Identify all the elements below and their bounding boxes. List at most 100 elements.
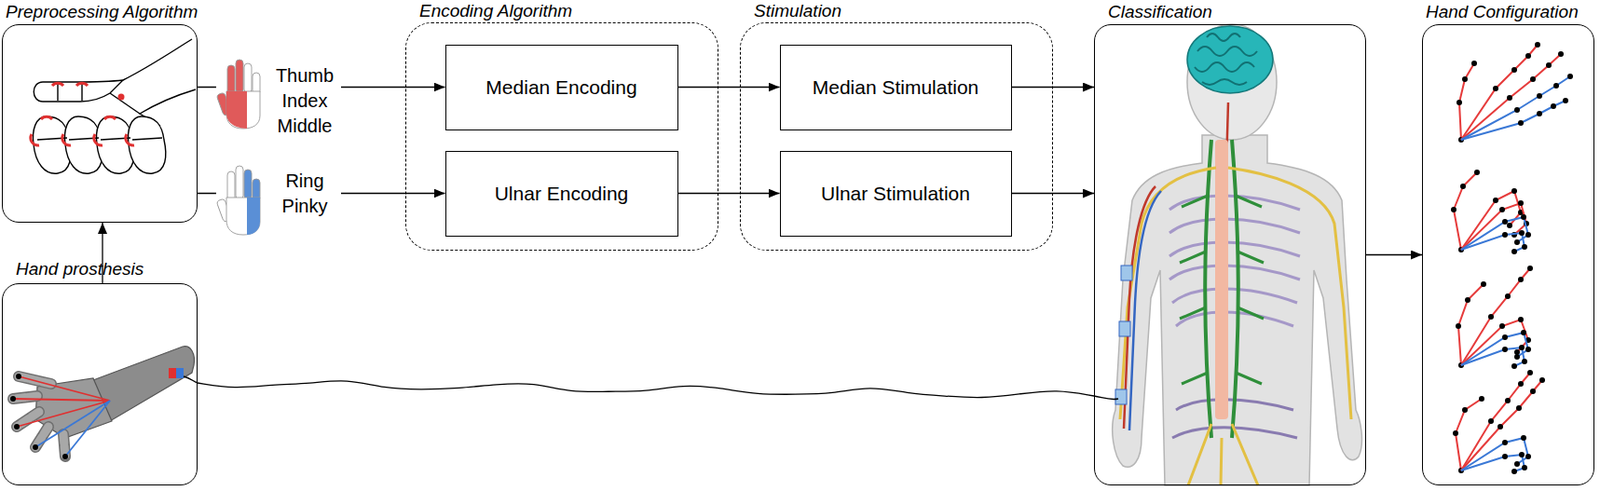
angle-arc	[94, 134, 103, 146]
electrode	[1121, 265, 1133, 281]
icon-palm-highlight	[246, 197, 260, 235]
icon-finger	[244, 169, 252, 200]
panel-title: Preprocessing Algorithm	[5, 1, 198, 23]
box-label: Median Encoding	[485, 75, 637, 100]
rib	[1172, 288, 1298, 303]
brain-gyri	[1194, 33, 1258, 85]
icon-finger	[235, 165, 244, 200]
nerve-network	[1179, 139, 1264, 438]
rib	[1176, 312, 1294, 327]
rib	[1169, 218, 1300, 233]
flow-arrow	[101, 222, 103, 284]
angle-arc	[62, 134, 71, 146]
prosthesis-finger-lines	[13, 376, 110, 457]
finger-chain	[1459, 63, 1475, 140]
flow-arrow	[1011, 86, 1095, 88]
median-hand-icon	[216, 54, 269, 132]
section-panel: Preprocessing Algorithm	[1, 24, 198, 223]
finger-line	[35, 400, 110, 448]
electrode	[1119, 321, 1131, 337]
body-silhouette	[1112, 135, 1363, 486]
electrode	[168, 368, 177, 379]
prosthesis-forearm	[93, 346, 194, 422]
head	[1187, 24, 1277, 140]
wire	[183, 376, 198, 383]
icon-finger	[252, 178, 260, 202]
forearm-edge	[123, 39, 192, 81]
spine	[1215, 139, 1229, 420]
group-box: Median StimulationUlnar StimulationStimu…	[739, 22, 1053, 251]
section-panel: Hand Configuration	[1422, 24, 1595, 486]
edge-label: Thumb Index Middle	[268, 63, 342, 139]
finger-chain	[1461, 347, 1525, 367]
icon-finger	[252, 72, 260, 96]
flow-arrow	[678, 86, 780, 88]
finger-line	[18, 376, 110, 401]
flow-arrow	[1366, 254, 1423, 256]
finger-line	[16, 400, 110, 427]
process-box: Ulnar Encoding	[445, 150, 679, 237]
finger-chain	[1461, 380, 1543, 471]
process-box: Ulnar Stimulation	[779, 150, 1012, 237]
icon-finger	[227, 65, 235, 96]
hand-skeletons	[1453, 44, 1571, 472]
panel-title: Classification	[1107, 1, 1213, 23]
icon-background	[216, 161, 269, 238]
finger-chain	[1461, 54, 1561, 140]
icon-palm	[226, 197, 260, 235]
finger-chain	[1461, 437, 1529, 471]
finger-chain	[1461, 232, 1525, 252]
preprocessing-hand	[33, 39, 196, 174]
ulnar-hand-icon	[216, 161, 269, 238]
flow-arrow	[678, 192, 780, 194]
angle-arc	[76, 82, 88, 86]
finger-joint	[37, 137, 163, 140]
icon-background	[216, 54, 269, 132]
box-label: Ulnar Encoding	[494, 181, 630, 206]
electrode	[1115, 389, 1127, 405]
icon-palm	[226, 91, 260, 129]
angle-arc	[104, 116, 116, 120]
nerve	[1231, 139, 1239, 438]
finger-chain	[1461, 100, 1566, 140]
wire	[1094, 396, 1119, 400]
icon-finger	[216, 198, 233, 223]
panel-title: Hand prosthesis	[15, 259, 144, 280]
finger-chain	[1461, 454, 1525, 472]
finger-chain	[1461, 268, 1531, 366]
nerve	[1228, 167, 1352, 420]
vein	[1129, 191, 1162, 431]
thumb-outline	[33, 80, 124, 102]
prosthesis-illustration	[13, 346, 198, 457]
angle-arc	[125, 134, 135, 146]
finger-chain	[1461, 372, 1531, 471]
box-label: Median Stimulation	[812, 75, 980, 100]
signal-wire	[197, 381, 1095, 398]
icon-finger	[235, 59, 244, 94]
artery	[1123, 186, 1156, 429]
joint-angle-marks	[30, 82, 135, 146]
finger-line	[13, 398, 110, 401]
nerve	[1188, 423, 1259, 486]
group-box: Median EncodingUlnar EncodingEncoding Al…	[405, 22, 719, 251]
finger-chain	[1461, 332, 1529, 366]
edge-label: Ring Pinky	[268, 168, 342, 219]
electrode	[176, 368, 184, 379]
section-panel: Classification	[1094, 24, 1367, 486]
flow-arrow	[1011, 192, 1095, 194]
rib	[1169, 265, 1300, 280]
section-panel: Hand prosthesis	[1, 283, 198, 486]
panel-title: Hand Configuration	[1425, 1, 1579, 23]
panel-title: Stimulation	[753, 0, 842, 22]
nerve-branch	[1179, 195, 1264, 384]
angle-dot	[118, 94, 125, 101]
icon-finger	[227, 171, 235, 202]
finger-chain	[1461, 44, 1538, 140]
palm-edge	[109, 93, 140, 114]
panel-title: Encoding Algorithm	[419, 0, 573, 22]
finger-chain	[1461, 76, 1571, 140]
icon-finger	[216, 92, 233, 117]
process-box: Median Stimulation	[779, 44, 1012, 131]
body-illustration	[1094, 24, 1362, 486]
